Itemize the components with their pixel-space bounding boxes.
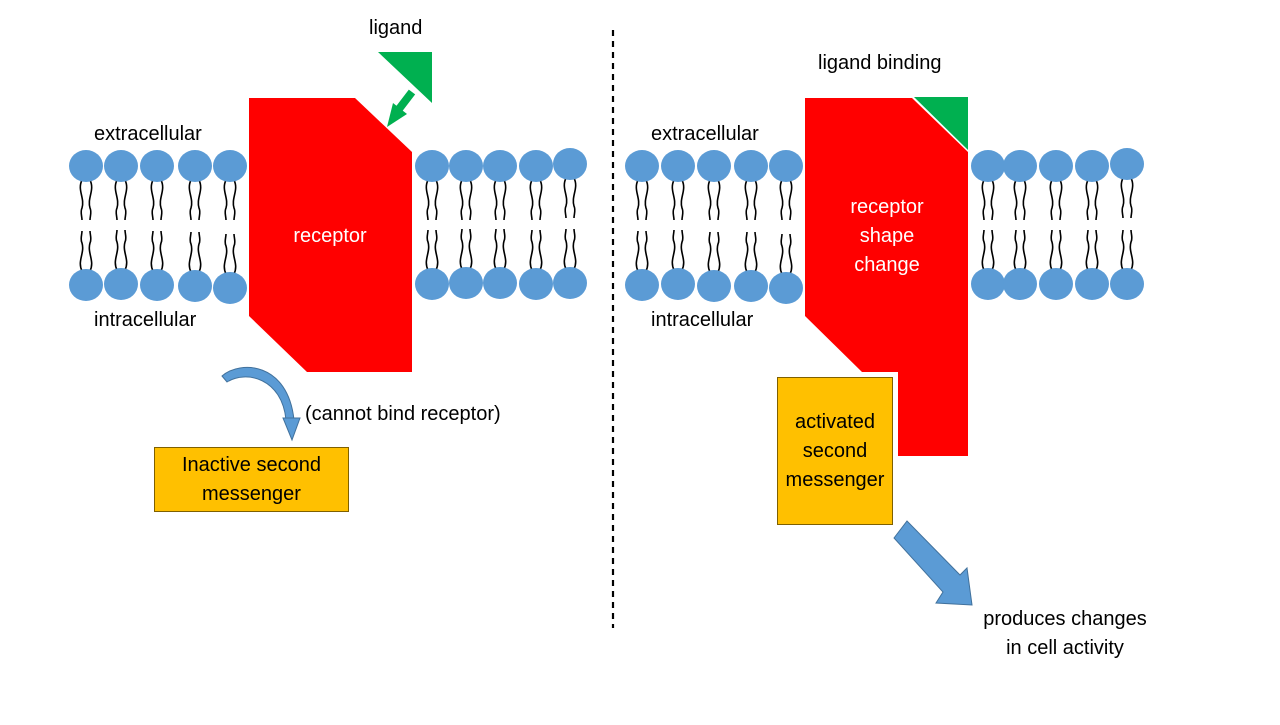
ligand-triangle [378, 52, 432, 103]
phospholipid [178, 150, 212, 302]
phospholipid [1110, 148, 1144, 300]
phospholipid [661, 150, 695, 300]
extracellular-label-right: extracellular [651, 123, 759, 145]
ligand-binding-label: ligand binding [818, 52, 942, 74]
phospholipid [104, 150, 138, 300]
curved-blue-arrow [221, 366, 301, 442]
phospholipid [697, 150, 731, 302]
receptor-shape-change-label: receptor shape change [850, 196, 924, 276]
inactive-second-messenger-box: Inactive second messenger [154, 447, 349, 512]
intracellular-label-right: intracellular [651, 309, 754, 331]
phospholipid [483, 150, 517, 299]
phospholipid [519, 150, 553, 300]
membrane-left [69, 148, 587, 304]
phospholipid [415, 150, 449, 300]
phospholipid [769, 150, 803, 304]
membrane-right [625, 148, 1144, 304]
phospholipid [1075, 150, 1109, 300]
phospholipid [1039, 150, 1073, 300]
output-blue-arrow [893, 520, 973, 606]
cell-activity-label: produces changes in cell activity [983, 608, 1147, 659]
phospholipid [449, 150, 483, 299]
extracellular-label-left: extracellular [94, 123, 202, 145]
phospholipid [213, 150, 247, 304]
receptor-right [805, 98, 968, 456]
activated-second-messenger-box: activated second messenger [777, 377, 893, 525]
phospholipid [1003, 150, 1037, 300]
receptor-left [249, 98, 412, 372]
receptor-label-left: receptor [293, 225, 367, 247]
phospholipid [625, 150, 659, 301]
phospholipid [69, 150, 103, 301]
ligand-approach-arrow [387, 89, 416, 127]
phospholipid [553, 148, 587, 299]
phospholipid [971, 150, 1005, 300]
ligand-label: ligand [369, 17, 423, 39]
intracellular-label-left: intracellular [94, 309, 197, 331]
phospholipid [734, 150, 768, 302]
phospholipid [140, 150, 174, 301]
cannot-bind-label: (cannot bind receptor) [305, 403, 501, 425]
bound-ligand-triangle [914, 97, 968, 150]
